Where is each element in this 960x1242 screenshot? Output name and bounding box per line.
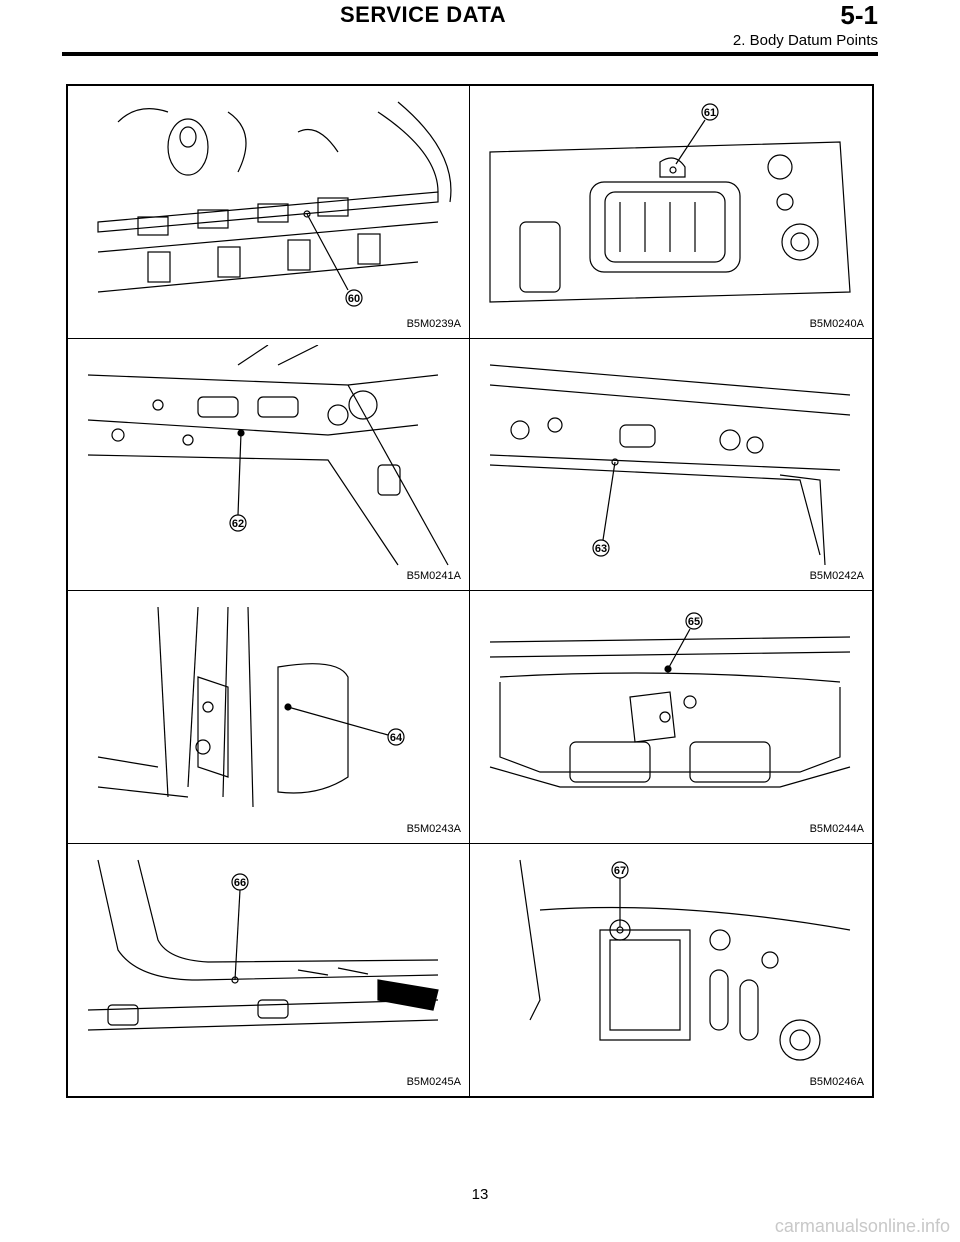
body-datum-drawing-2: 61 xyxy=(489,103,851,303)
figure-cell-6: 65 B5M0244A xyxy=(470,591,872,844)
section-subtitle: 2. Body Datum Points xyxy=(732,32,878,49)
page-number: 13 xyxy=(471,1186,489,1203)
callout-60: 60 xyxy=(348,293,360,305)
figure-code: B5M0242A xyxy=(809,570,864,582)
figure-cell-7: 66 B5M0245A xyxy=(68,843,470,1096)
figure-cell-4: 63 B5M0242A xyxy=(470,339,872,591)
figure-code: B5M0241A xyxy=(406,570,461,582)
callout-67: 67 xyxy=(614,865,626,877)
figure-code: B5M0240A xyxy=(809,317,864,330)
callout-61: 61 xyxy=(704,107,716,119)
figure-code: B5M0244A xyxy=(809,822,864,835)
figure-grid: 60 B5M0239A 61 B5M0240A xyxy=(66,84,874,1098)
figure-cell-2: 61 B5M0240A xyxy=(470,86,872,339)
figure-cell-1: 60 B5M0239A xyxy=(68,86,470,339)
section-number: 5-1 xyxy=(840,0,878,30)
figure-code: B5M0239A xyxy=(406,317,461,330)
watermark: carmanualsonline.info xyxy=(774,1216,950,1236)
page-title: SERVICE DATA xyxy=(340,2,507,27)
figure-code: B5M0243A xyxy=(406,822,461,835)
callout-62: 62 xyxy=(232,518,244,530)
body-datum-drawing-8: 67 xyxy=(519,859,851,1061)
figure-cell-5: 64 B5M0243A xyxy=(68,591,470,844)
figure-code: B5M0245A xyxy=(406,1076,461,1088)
figure-cell-3: 62 B5M0241A xyxy=(68,338,470,591)
figure-cell-8: 67 B5M0246A xyxy=(470,844,872,1097)
body-datum-drawing-6: 65 xyxy=(489,612,851,788)
header-rule xyxy=(62,52,878,56)
body-datum-drawing-5: 64 xyxy=(97,606,405,808)
callout-63: 63 xyxy=(595,543,607,555)
callout-66: 66 xyxy=(234,877,246,889)
figure-code: B5M0246A xyxy=(809,1076,864,1088)
body-datum-drawing-7: 66 xyxy=(87,859,439,1031)
body-datum-drawing-3: 62 xyxy=(87,344,449,565)
callout-65: 65 xyxy=(688,616,700,628)
body-datum-drawing-4: 63 xyxy=(489,363,851,565)
body-datum-drawing-1: 60 xyxy=(97,101,452,307)
callout-64: 64 xyxy=(390,732,403,744)
